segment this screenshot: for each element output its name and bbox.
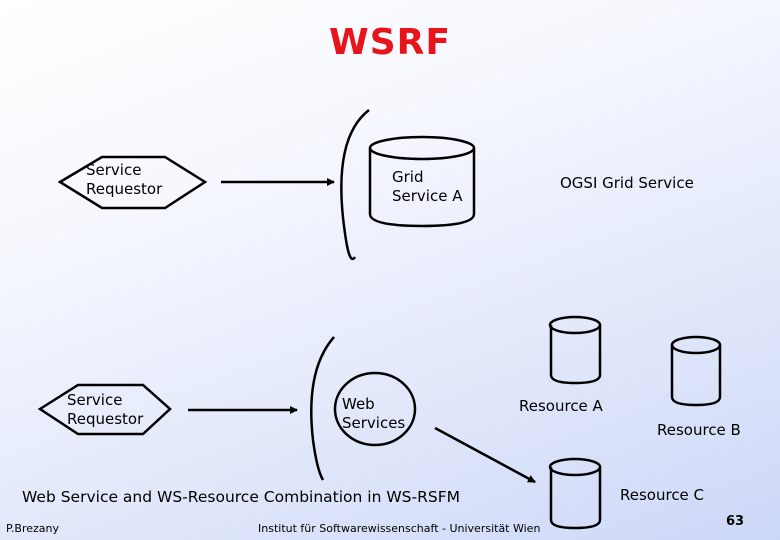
resource-a-cylinder	[548, 315, 602, 385]
web-services-label: Web Services	[342, 395, 405, 433]
page-number: 63	[726, 514, 745, 529]
resource-b-label: Resource B	[657, 421, 741, 439]
web-services-circle	[333, 371, 417, 447]
requestor-label-bottom: Service Requestor	[67, 391, 143, 429]
resource-arrow	[434, 426, 536, 484]
footer-author: P.Brezany	[6, 522, 60, 535]
diagram-caption: Web Service and WS-Resource Combination …	[22, 488, 460, 506]
resource-b-cylinder	[670, 335, 722, 407]
resource-c-cylinder	[548, 457, 602, 530]
grid-service-cylinder	[368, 135, 476, 228]
resource-c-label: Resource C	[620, 486, 705, 504]
requestor-label-bottom-line2: Requestor	[67, 410, 144, 428]
service-requestor-hexagon-bottom	[37, 383, 172, 436]
slide-title: WSRF	[329, 22, 451, 63]
requestor-label-top-line1: Service	[86, 161, 142, 179]
ogsi-grid-service-caption: OGSI Grid Service	[560, 174, 694, 192]
grid-service-label: Grid Service A	[392, 168, 462, 206]
requestor-label-bottom-line1: Service	[67, 391, 123, 409]
grid-service-label-line1: Grid	[392, 168, 424, 186]
service-requestor-hexagon-top	[57, 155, 208, 210]
web-services-label-line1: Web	[342, 395, 375, 413]
grid-service-label-line2: Service A	[392, 187, 463, 205]
service-boundary-bracket-top	[340, 109, 370, 261]
requestor-label-top-line2: Requestor	[86, 180, 163, 198]
requestor-label-top: Service Requestor	[86, 161, 162, 199]
service-boundary-bracket-bottom	[310, 336, 335, 481]
web-services-label-line2: Services	[342, 414, 406, 432]
resource-a-label: Resource A	[519, 397, 603, 415]
footer-institute: Institut für Softwarewissenschaft - Univ…	[258, 522, 541, 535]
